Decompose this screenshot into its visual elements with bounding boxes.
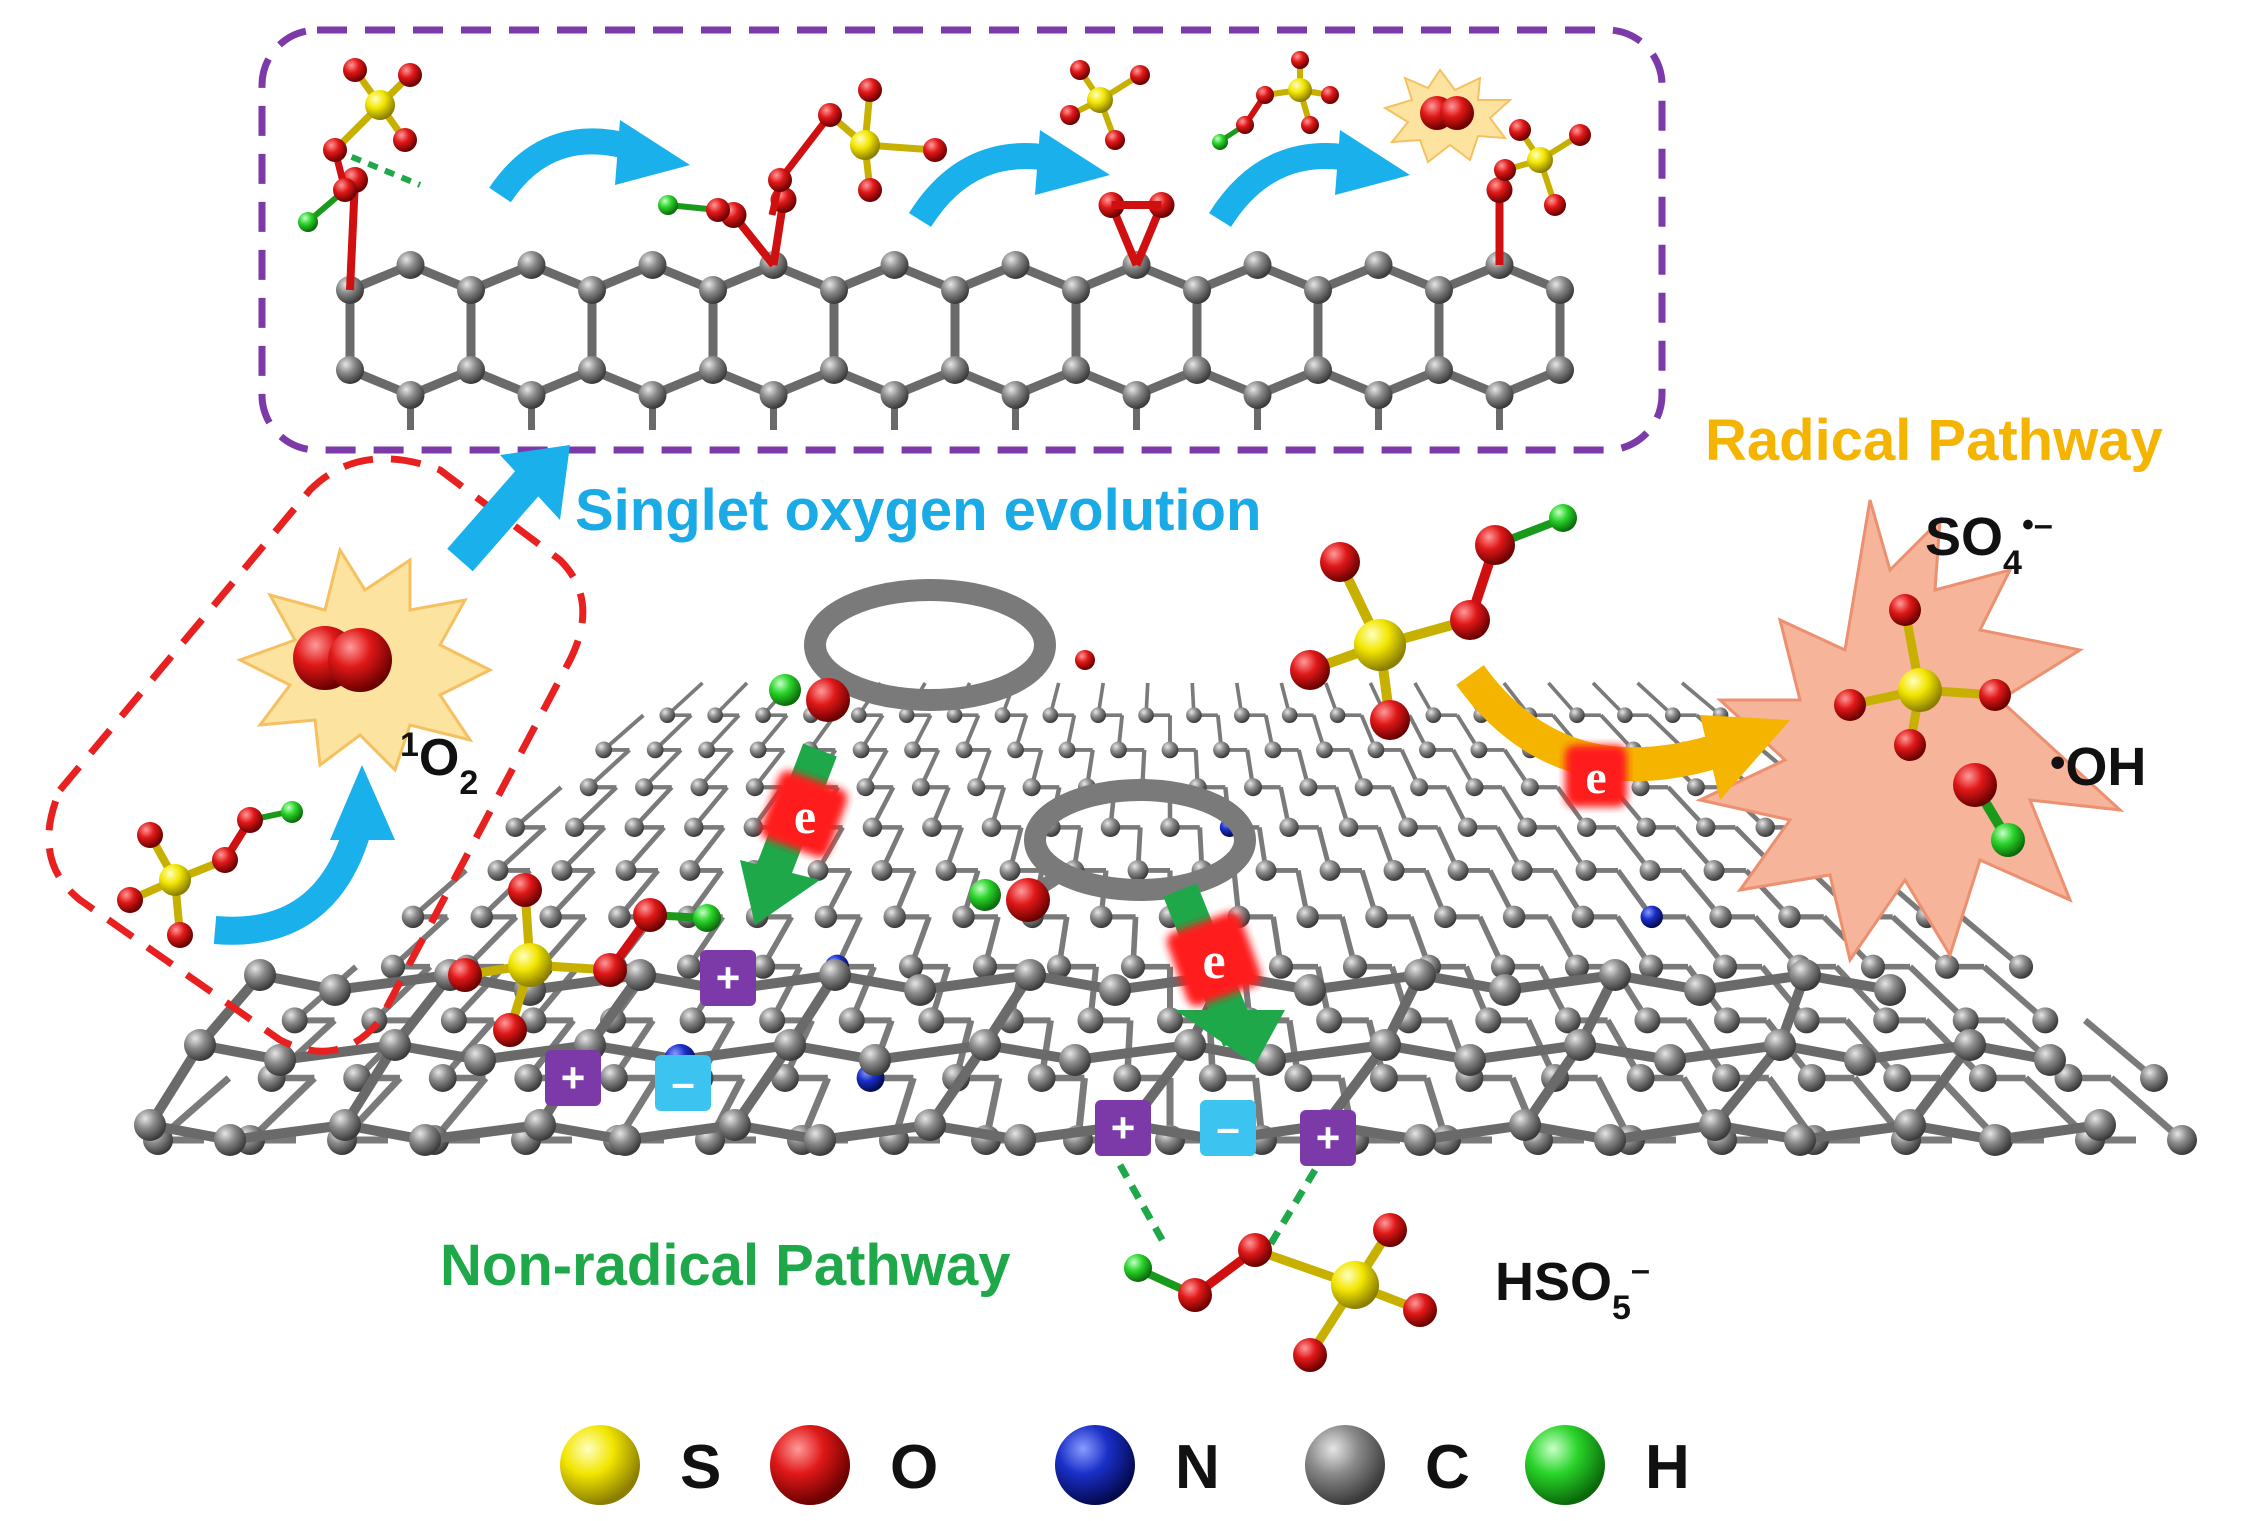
- svg-text:e: e: [1585, 751, 1606, 804]
- electron-transfer-radical: e: [1565, 745, 1627, 807]
- singlet-oxygen-label: 1O2: [400, 726, 478, 802]
- legend-c-atom-icon: [1305, 1425, 1385, 1505]
- singlet-oxygen-molecule: [293, 626, 392, 692]
- minus-charge-2: [1200, 1100, 1256, 1156]
- sulfate-step3: [1060, 60, 1150, 150]
- svg-text:e: e: [1202, 933, 1225, 990]
- plus-charge-3-label: +: [1111, 1104, 1136, 1151]
- radical-pathway-label: Radical Pathway: [1705, 408, 2163, 473]
- sulfate-radical-label: SO4•–: [1925, 506, 2053, 582]
- legend-h-atom-icon: [1525, 1425, 1605, 1505]
- pms-step1: [298, 58, 422, 232]
- arrow-to-singlet-box-head: [500, 445, 570, 520]
- sulfate-radical-molecule: [1834, 594, 2011, 761]
- legend-s-atom-icon: [560, 1425, 640, 1505]
- minus-charge-1: [655, 1055, 711, 1111]
- plus-charge-2: [545, 1050, 601, 1106]
- graphene-sheet-front: [134, 959, 2116, 1156]
- legend-n-atom-icon: [1055, 1425, 1135, 1505]
- minus-charge-2-label: –: [1216, 1104, 1239, 1151]
- legend-h-label: H: [1645, 1433, 1690, 1502]
- singlet-oxygen-evolution-box: [258, 26, 1666, 454]
- non-radical-pathway-label: Non-radical Pathway: [440, 1233, 1010, 1298]
- carbon-ribbon: [336, 167, 1574, 430]
- pms-activation-box: [45, 455, 587, 1055]
- minus-charge-1-label: –: [671, 1059, 694, 1106]
- hydroxyl-radical-label: •OH: [2050, 737, 2146, 797]
- singlet-oxygen-evolution-label: Singlet oxygen evolution: [575, 478, 1261, 543]
- plus-charge-1: [700, 950, 756, 1006]
- electron-transfer-left: e: [740, 743, 848, 925]
- legend-n-label: N: [1175, 1433, 1220, 1502]
- pms-molecule-adsorbed: [448, 873, 721, 1047]
- plus-charge-4-label: +: [1316, 1114, 1341, 1161]
- aromatic-adsorbate-front: [969, 779, 1256, 922]
- hydroxyl-radical-molecule: [1953, 763, 2025, 857]
- radical-electron-arrow-head: [1700, 715, 1790, 800]
- legend-c-label: C: [1425, 1433, 1470, 1502]
- pms-step3: [1212, 51, 1339, 150]
- peroxymonosulfate-label: HSO5–: [1495, 1251, 1650, 1327]
- pms-molecule-nonradical: [1116, 1163, 1437, 1372]
- pms-molecule-left: [117, 801, 303, 948]
- electron-transfer-center: e: [1163, 883, 1285, 1065]
- svg-text:e: e: [794, 788, 816, 844]
- pms-to-singlet-arrow-head: [330, 765, 395, 840]
- charge-markers: + + – + – +: [545, 950, 1356, 1166]
- plus-charge-1-label: +: [716, 954, 741, 1001]
- aromatic-adsorbate-back: [769, 579, 1095, 722]
- plus-charge-3: [1095, 1100, 1151, 1156]
- plus-charge-4: [1300, 1110, 1356, 1166]
- legend-s-label: S: [680, 1433, 721, 1502]
- plus-charge-2-label: +: [561, 1054, 586, 1101]
- pms-to-singlet-arrow: [213, 816, 374, 945]
- arrow-to-singlet-box: [447, 468, 543, 572]
- sulfate-top-right: [1494, 119, 1591, 216]
- pms-molecule-radical: [1290, 504, 1577, 740]
- pms-step2: [658, 78, 947, 222]
- legend-o-atom-icon: [770, 1425, 850, 1505]
- top-box-curved-arrows: [489, 120, 1410, 228]
- legend-o-label: O: [890, 1433, 938, 1502]
- singlet-oxygen-top: [1420, 96, 1474, 130]
